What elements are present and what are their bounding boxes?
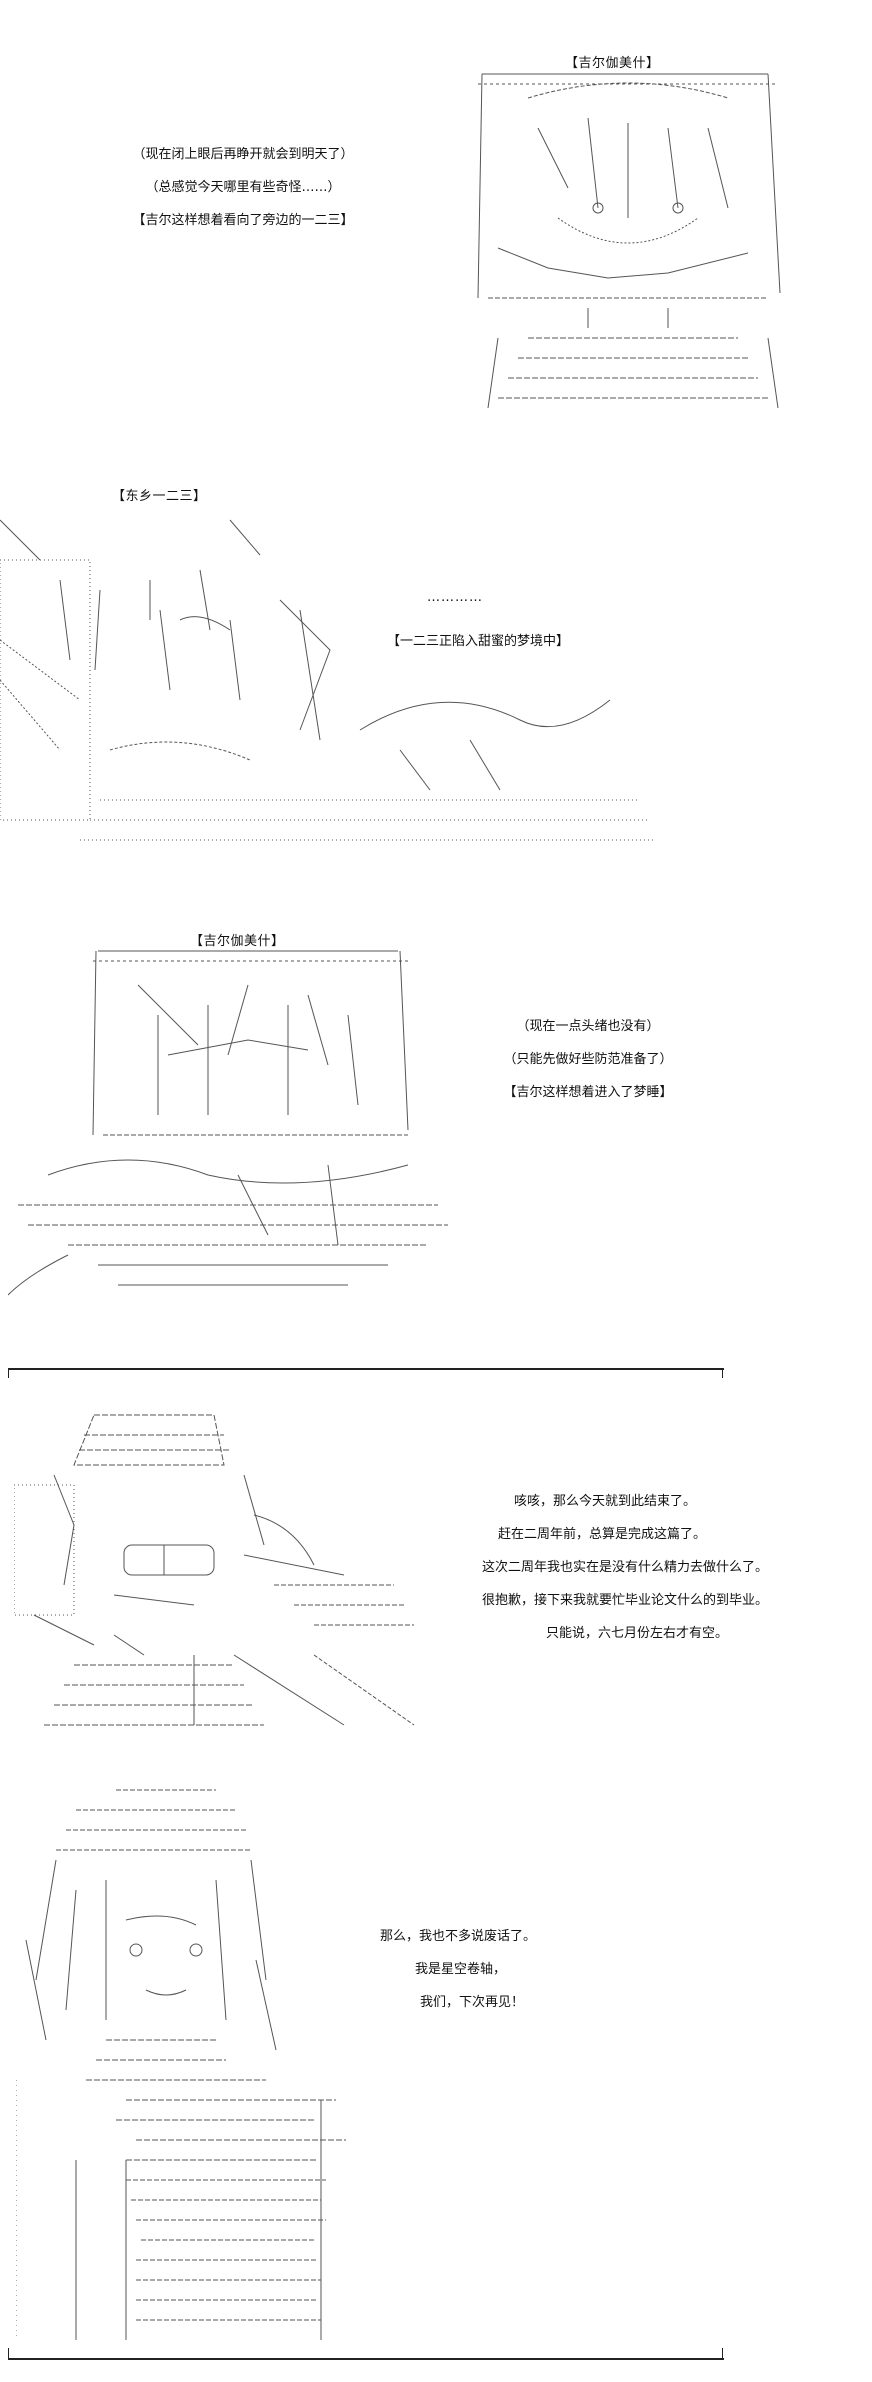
frame-top-border [8,1368,724,1370]
afterword-block: 咳咳，那么今天就到此结束了。 赶在二周年前，总算是完成这篇了。 这次二周年我也实… [340,1485,768,1650]
narration-line: （现在闭上眼后再睁开就会到明天了） [132,147,354,162]
narration-line: （现在一点头绪也没有） [516,1019,660,1034]
hifumi-sleeping-ascii-art [0,500,660,845]
narration-block: （现在一点头绪也没有） （只能先做好些防范准备了） 【吉尔这样想着进入了梦睡】 [478,1010,698,1109]
panel-2: 【东乡一二三】 ………… 【一二三正陷入甜蜜的梦境中】 [0,440,872,870]
panel-1: 【吉尔伽美什】 （现在闭上眼后再睁开就会到明天了） （总感觉今天哪里有些奇怪……… [0,0,872,440]
narration-block: （现在闭上眼后再睁开就会到明天了） （总感觉今天哪里有些奇怪……） 【吉尔这样想… [108,138,378,237]
panel-3: 【吉尔伽美什】 （现在一点头绪也没有） （只能先做好些防范准备了） 【吉尔这样想… [0,870,872,1340]
farewell-block: 那么，我也不多说废话了。 我是星空卷轴， 我们，下次再见！ [380,1920,620,2019]
afterword-line: 咳咳，那么今天就到此结束了。 [513,1494,696,1509]
frame-top-left-tick [8,1368,9,1378]
afterword-line: 很抱歉，接下来我就要忙毕业论文什么的到毕业。 [481,1593,768,1608]
author-ascii-art-1 [14,1405,424,1735]
frame-bottom-border [8,2358,724,2360]
farewell-line: 我是星空卷轴， [415,1962,507,1977]
frame-bottom-left-tick [8,2348,9,2358]
frame-bottom-right-tick [722,2348,723,2358]
speaker-label: 【东乡一二三】 [112,489,207,504]
panel-4: 咳咳，那么今天就到此结束了。 赶在二周年前，总算是完成这篇了。 这次二周年我也实… [0,1380,872,1760]
afterword-line: 这次二周年我也实在是没有什么精力去做什么了。 [481,1560,768,1575]
narration-line: （只能先做好些防范准备了） [503,1052,673,1067]
panel-5: 那么，我也不多说废话了。 我是星空卷轴， 我们，下次再见！ [0,1760,872,2360]
author-ascii-art-2 [16,1780,376,2350]
narration-line: （总感觉今天哪里有些奇怪……） [145,180,341,195]
speaker-label: 【吉尔伽美什】 [565,56,660,71]
speaker-label: 【吉尔伽美什】 [190,934,285,949]
farewell-line: 我们，下次再见！ [420,1995,525,2010]
afterword-line: 赶在二周年前，总算是完成这篇了。 [497,1527,706,1542]
narration-line: 【一二三正陷入甜蜜的梦境中】 [387,634,570,649]
frame-top-right-tick [722,1368,723,1378]
narration-line: 【吉尔这样想着看向了旁边的一二三】 [132,213,354,228]
narration-line: 【吉尔这样想着进入了梦睡】 [503,1085,673,1100]
ellipsis-text: ………… [427,590,483,605]
afterword-line: 只能说，六七月份左右才有空。 [545,1626,728,1641]
gilgamesh-ascii-art [468,68,788,413]
farewell-line: 那么，我也不多说废话了。 [380,1929,537,1944]
narration-block: 【一二三正陷入甜蜜的梦境中】 [387,625,617,658]
gilgamesh-lying-ascii-art [8,945,468,1305]
